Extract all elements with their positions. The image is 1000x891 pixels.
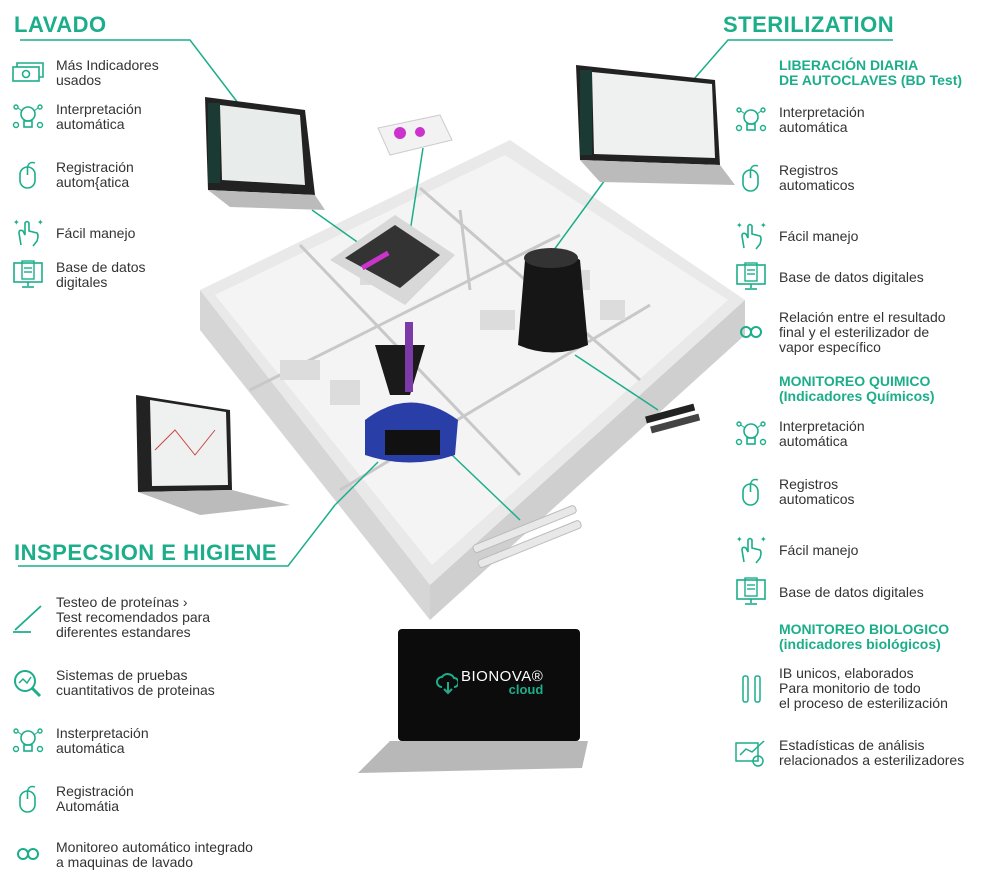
sterilization-item: ✦✦Fácil manejo <box>733 221 858 251</box>
item-text: Interpretación automática <box>779 418 865 449</box>
item-text: Registración Automátia <box>56 783 134 814</box>
swab-icon <box>10 603 46 633</box>
laptop-bionova-cloud <box>358 629 588 773</box>
item-text: Insterpretación automática <box>56 725 149 756</box>
item-text: Base de datos digitales <box>779 268 924 285</box>
mouse-icon <box>733 163 769 193</box>
database-monitor-icon <box>10 260 46 290</box>
lavado-item: Más Indicadores usados <box>10 58 159 88</box>
item-text: Interpretación automática <box>779 104 865 135</box>
item-text: Más Indicadores usados <box>56 57 159 88</box>
item-text: Estadísticas de análisis relacionados a … <box>779 737 965 768</box>
item-text: Monitoreo automático integrado a maquina… <box>56 839 253 870</box>
item-text: Fácil manejo <box>779 227 859 244</box>
inspeccion-title: INSPECSION E HIGIENE <box>14 540 278 565</box>
svg-text:✦: ✦ <box>37 218 44 227</box>
sterilization-item: Base de datos digitales <box>733 577 924 607</box>
sterilization-item: Interpretación automática <box>733 105 865 135</box>
item-text: Base de datos digitales <box>779 583 924 600</box>
ai-bulb-icon <box>10 102 46 132</box>
sterilization-item: Base de datos digitales <box>733 262 924 292</box>
ai-bulb-icon <box>733 105 769 135</box>
biological-vials <box>645 403 701 434</box>
ai-bulb-icon <box>10 726 46 756</box>
hand-touch-icon: ✦✦ <box>733 535 769 565</box>
sterilization-item: Registros automaticos <box>733 477 854 507</box>
lavado-item: ✦✦Fácil manejo <box>10 218 135 248</box>
inspeccion-item: Monitoreo automático integrado a maquina… <box>10 840 253 870</box>
sterilization-group-heading: MONITOREO BIOLOGICO (indicadores biológi… <box>779 621 950 652</box>
sterilization-item: ✦✦Fácil manejo <box>733 535 858 565</box>
bionova-cloud-logo: BIONOVA® cloud <box>436 668 543 697</box>
logo-brand: BIONOVA® <box>461 668 544 685</box>
sterilization-item: Relación entre el resultado final y el e… <box>733 310 946 355</box>
inspeccion-item: Sistemas de pruebas cuantitativos de pro… <box>10 668 215 698</box>
sterilization-group-heading: LIBERACIÓN DIARIA DE AUTOCLAVES (BD Test… <box>779 57 963 88</box>
sterilization-item: Estadísticas de análisis relacionados a … <box>733 738 964 768</box>
inspeccion-item: Testeo de proteínas › Test recomendados … <box>10 595 210 640</box>
link-icon <box>10 840 46 870</box>
sterilization-title: STERILIZATION <box>723 12 895 37</box>
sterilization-item: IB unicos, elaborados Para monitorio de … <box>733 666 948 711</box>
svg-text:✦: ✦ <box>13 218 20 227</box>
sterilization-item: Registros automaticos <box>733 163 854 193</box>
laptop-lavado <box>205 97 325 210</box>
mouse-icon <box>733 477 769 507</box>
hand-touch-icon: ✦✦ <box>10 218 46 248</box>
svg-text:✦: ✦ <box>736 221 743 230</box>
connector-lines <box>18 39 893 567</box>
cloud-download-icon <box>436 672 458 694</box>
scanner-device <box>330 215 455 305</box>
sterilization-group-heading: MONITOREO QUIMICO (Indicadores Químicos) <box>779 373 935 404</box>
item-text: Testeo de proteínas › Test recomendados … <box>56 594 211 640</box>
lavado-item: Interpretación automática <box>10 102 142 132</box>
laptop-inspeccion <box>136 395 290 515</box>
hand-touch-icon: ✦✦ <box>733 221 769 251</box>
autoreader-blue <box>365 322 458 463</box>
item-text: Fácil manejo <box>56 224 136 241</box>
svg-text:✦: ✦ <box>736 535 743 544</box>
item-text: Registros automaticos <box>779 476 855 507</box>
svg-text:✦: ✦ <box>760 535 767 544</box>
banknotes-icon <box>10 58 46 88</box>
item-text: Base de datos digitales <box>56 259 146 290</box>
svg-text:✦: ✦ <box>760 221 767 230</box>
item-text: Registración autom{atica <box>56 159 134 190</box>
lavado-item: Registración autom{atica <box>10 160 134 190</box>
statistics-icon <box>733 738 769 768</box>
inspeccion-item: Registración Automátia <box>10 784 134 814</box>
link-icon <box>733 318 769 348</box>
autoreader-black <box>518 248 588 353</box>
database-monitor-icon <box>733 577 769 607</box>
item-text: Interpretación automática <box>56 101 142 132</box>
swab-syringes <box>472 505 582 568</box>
item-text: Relación entre el resultado final y el e… <box>779 309 946 355</box>
laptop-sterilization <box>576 65 735 185</box>
item-text: Sistemas de pruebas cuantitativos de pro… <box>56 667 215 698</box>
inspeccion-item: Insterpretación automática <box>10 726 149 756</box>
ai-bulb-icon <box>733 419 769 449</box>
indicator-card <box>377 114 453 156</box>
item-text: IB unicos, elaborados Para monitorio de … <box>779 665 948 711</box>
magnifier-chart-icon <box>10 668 46 698</box>
database-monitor-icon <box>733 262 769 292</box>
vials-icon <box>733 674 769 704</box>
logo-product: cloud <box>508 682 544 697</box>
sterilization-item: Interpretación automática <box>733 419 865 449</box>
lavado-item: Base de datos digitales <box>10 260 146 290</box>
item-text: Registros automaticos <box>779 162 855 193</box>
item-text: Fácil manejo <box>779 541 859 558</box>
lavado-title: LAVADO <box>14 12 107 37</box>
mouse-icon <box>10 160 46 190</box>
mouse-icon <box>10 784 46 814</box>
